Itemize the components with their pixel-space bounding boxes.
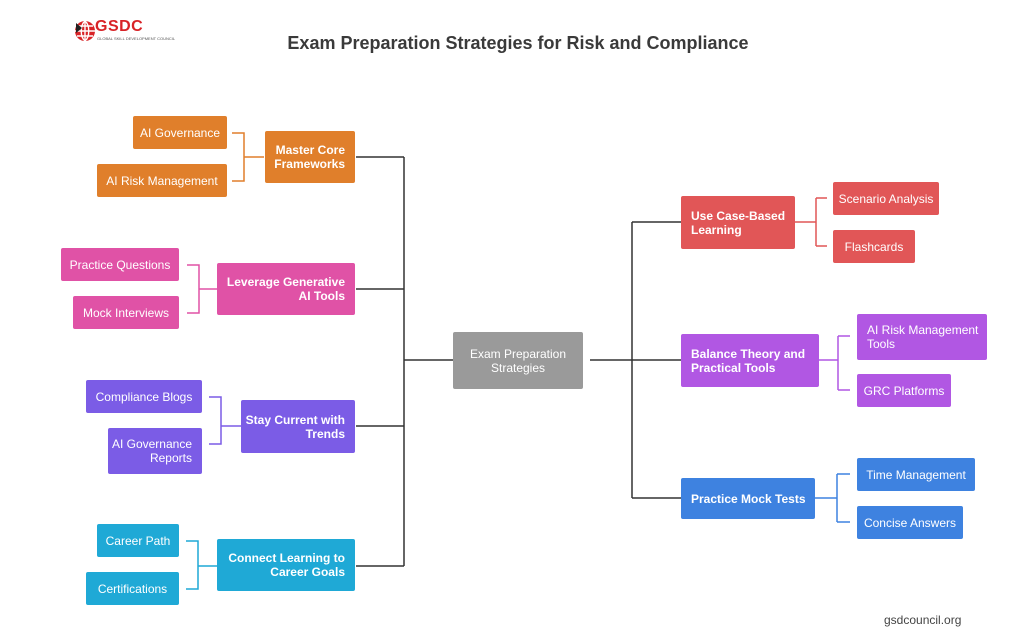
branch-practice-mock-tests: Practice Mock Tests <box>681 478 815 519</box>
leaf-ai-risk-management-tools: AI Risk Management Tools <box>857 314 987 360</box>
leaf-concise-answers: Concise Answers <box>857 506 963 539</box>
center-node: Exam Preparation Strategies <box>453 332 583 389</box>
leaf-practice-questions: Practice Questions <box>61 248 179 281</box>
leaf-grc-platforms: GRC Platforms <box>857 374 951 407</box>
branch-connect-learning-to-career-goals: Connect Learning to Career Goals <box>217 539 355 591</box>
branch-balance-theory-and-practical-tools: Balance Theory and Practical Tools <box>681 334 819 387</box>
bracket-blue <box>815 473 850 523</box>
leaf-compliance-blogs: Compliance Blogs <box>86 380 202 413</box>
bracket-orange <box>232 132 264 182</box>
branch-use-case-based-learning: Use Case-Based Learning <box>681 196 795 249</box>
footer-url: gsdcouncil.org <box>884 613 962 627</box>
leaf-scenario-analysis: Scenario Analysis <box>833 182 939 215</box>
bracket-violet <box>819 335 850 391</box>
bracket-red <box>795 197 827 247</box>
leaf-time-management: Time Management <box>857 458 975 491</box>
leaf-mock-interviews: Mock Interviews <box>73 296 179 329</box>
branch-stay-current-with-trends: Stay Current with Trends <box>241 400 355 453</box>
leaf-certifications: Certifications <box>86 572 179 605</box>
branch-leverage-generative-ai-tools: Leverage Generative AI Tools <box>217 263 355 315</box>
globe-icon <box>75 20 95 42</box>
leaf-flashcards: Flashcards <box>833 230 915 263</box>
branch-master-core-frameworks: Master Core Frameworks <box>265 131 355 183</box>
leaf-ai-governance-reports: AI Governance Reports <box>108 428 202 474</box>
logo-text: GSDC <box>95 18 144 35</box>
logo-tagline: GLOBAL SKILL DEVELOPMENT COUNCIL <box>97 36 176 41</box>
leaf-ai-governance: AI Governance <box>133 116 227 149</box>
leaf-ai-risk-management: AI Risk Management <box>97 164 227 197</box>
bracket-purple <box>209 396 241 445</box>
bracket-teal <box>186 540 217 590</box>
bracket-pink <box>187 264 217 314</box>
diagram-title: Exam Preparation Strategies for Risk and… <box>287 33 749 53</box>
leaf-career-path: Career Path <box>97 524 179 557</box>
